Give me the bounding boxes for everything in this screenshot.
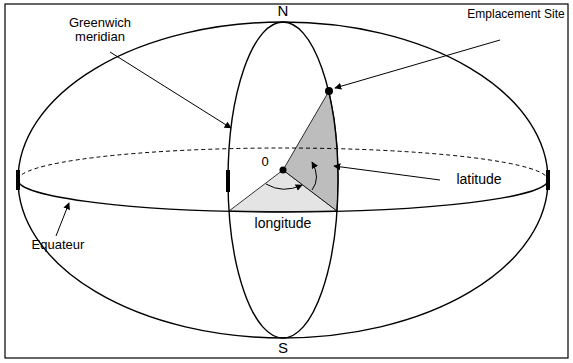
tick-mark xyxy=(546,170,550,190)
frame xyxy=(5,4,568,358)
leader-line xyxy=(335,40,500,88)
pole-label: N xyxy=(268,3,298,20)
centre-label: 0 xyxy=(258,155,272,169)
globe-outline xyxy=(18,22,548,338)
latitude-angle xyxy=(312,162,317,190)
meridian-ellipse xyxy=(228,22,338,338)
pole-label: S xyxy=(268,340,298,357)
latitude-wedge xyxy=(283,91,338,211)
angle-label: latitude xyxy=(444,172,514,187)
leader-line xyxy=(110,52,231,128)
longitude-angle xyxy=(266,184,302,189)
centre-dot xyxy=(280,167,287,174)
site-dot xyxy=(325,87,333,95)
leader-line xyxy=(334,166,440,180)
leader-line xyxy=(56,203,69,236)
angle-label: longitude xyxy=(238,216,328,231)
tick-mark xyxy=(16,170,20,190)
equator-label: Equateur xyxy=(18,238,98,252)
meridian-label: Greenwich meridian xyxy=(45,16,155,45)
site-label: Emplacement Site xyxy=(467,8,565,21)
greenwich-mark xyxy=(226,170,230,192)
